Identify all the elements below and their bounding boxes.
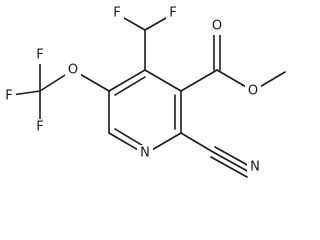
bond-c5-c4 <box>108 69 146 92</box>
bond-cn-triple-b <box>214 146 252 168</box>
bond-cn-triple-a <box>212 151 250 173</box>
bond-c5-c4-inner <box>114 76 146 96</box>
methyl-ester-group <box>180 29 286 92</box>
atom-label-o-ester: O <box>248 84 258 99</box>
nitrile-group <box>180 132 252 178</box>
atom-labels: F F O O O F F F N N <box>2 5 263 176</box>
atom-label-f-top-right: F <box>169 6 176 21</box>
molecule-structure: F F O O O F F F N N <box>2 5 286 178</box>
atom-label-f-cf3-bottom: F <box>36 120 43 135</box>
bond-n1-c6-inner <box>114 128 146 148</box>
bond-c4-c3 <box>144 69 182 92</box>
atom-label-o-carbonyl: O <box>212 19 222 34</box>
bond-cf3-f-left <box>11 90 41 96</box>
atom-label-o-ether: O <box>68 63 78 78</box>
bond-cn-triple-c <box>210 156 248 178</box>
difluoromethyl-group <box>116 13 174 71</box>
atom-label-f-cf3-top: F <box>36 48 43 63</box>
atom-label-n-nitrile: N <box>250 160 260 175</box>
trifluoromethoxy-group <box>11 57 110 125</box>
atom-label-f-cf3-left: F <box>5 89 12 104</box>
bond-c3-carbonyl <box>180 69 218 92</box>
atom-label-n-ring: N <box>140 146 150 161</box>
pyridine-ring <box>108 69 182 155</box>
bond-c2-cn <box>180 132 214 153</box>
atom-label-f-top-left: F <box>113 6 120 21</box>
